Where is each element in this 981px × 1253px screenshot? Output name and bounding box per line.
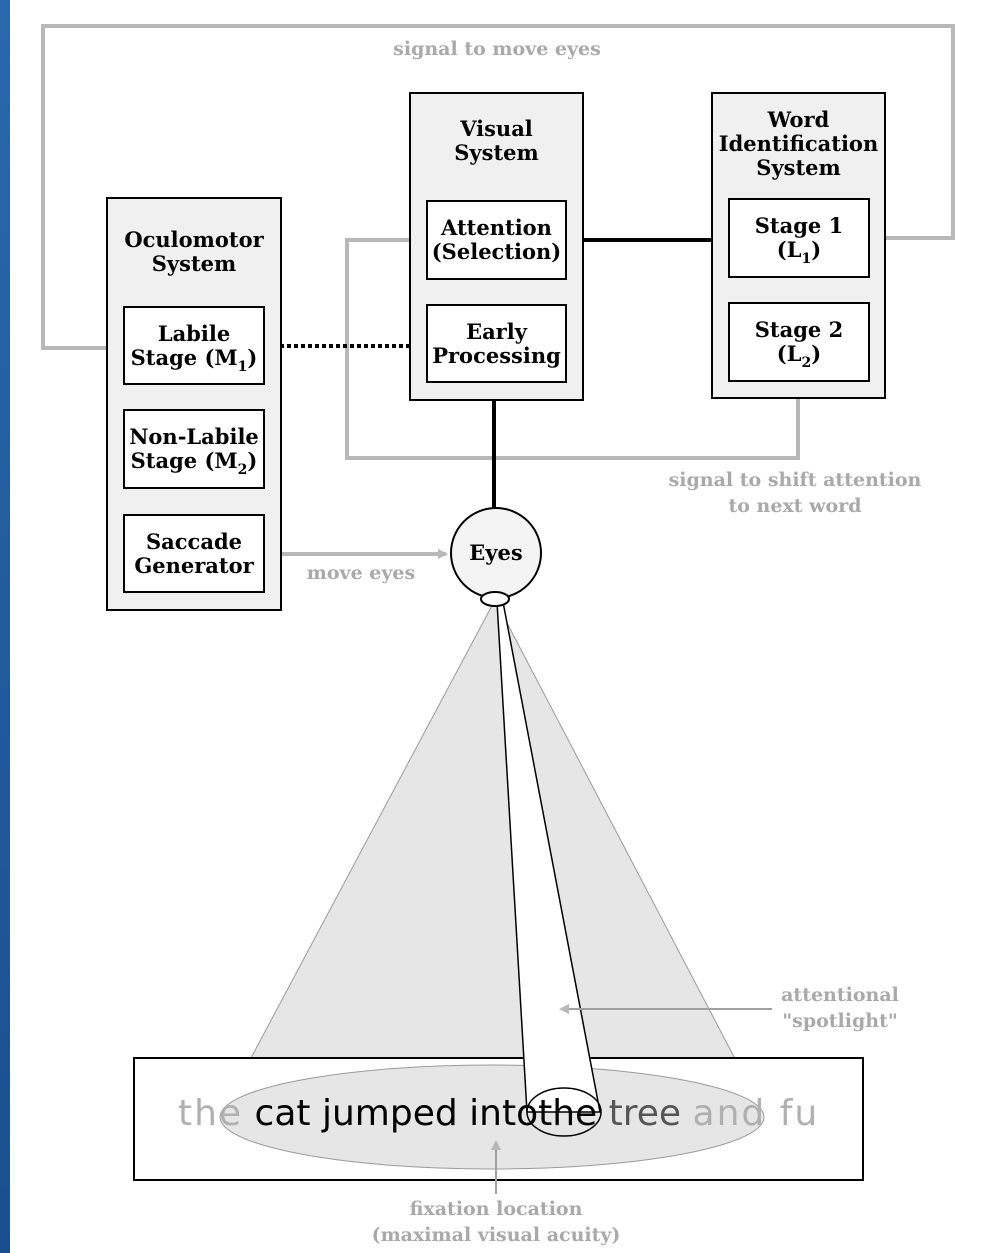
eyes-label: Eyes: [469, 540, 523, 565]
attention-selection-box: Attention (Selection): [426, 200, 567, 280]
word-identification-title: Word Identification System: [718, 107, 879, 180]
signal-shift-attention-path: [345, 235, 800, 460]
sentence-focus-word: the: [538, 1093, 598, 1134]
sentence-main-1: cat jumped into: [254, 1093, 539, 1134]
spotlight-base: [526, 1087, 602, 1137]
label-signal-shift-attention: signal to shift attention to next word: [668, 469, 922, 517]
non-labile-stage-box: Non-Labile Stage (M2): [123, 409, 265, 489]
saccade-generator-box: Saccade Generator: [123, 514, 265, 593]
label-signal-move-eyes: signal to move eyes: [393, 38, 601, 60]
signal-move-eyes-path: [41, 24, 955, 353]
stage2-box: Stage 2 (L2): [728, 302, 870, 382]
eye-pupil: [480, 591, 510, 607]
stage1-box: Stage 1 (L1): [728, 198, 870, 278]
sentence-main-2: tree: [608, 1093, 682, 1134]
visual-system-title: Visual System: [454, 116, 539, 165]
diagram-canvas: signal to move eyes signal to shift atte…: [10, 0, 981, 1253]
oculomotor-system-title: Oculomotor System: [124, 227, 264, 276]
label-move-eyes: move eyes: [306, 562, 416, 584]
label-fixation-location: fixation location (maximal visual acuity…: [371, 1198, 621, 1246]
sentence-left-faded: the: [178, 1093, 244, 1134]
visual-field-cone: [218, 598, 767, 1119]
diagram-graphics: [41, 24, 955, 1194]
labile-stage-box: Labile Stage (M1): [123, 306, 265, 385]
visual-field-ellipse: [219, 1064, 765, 1170]
early-processing-box: Early Processing: [426, 304, 567, 383]
label-attentional-spotlight: attentional "spotlight": [781, 984, 899, 1032]
sentence-text: the cat jumped intothe tree and fu: [178, 1094, 819, 1134]
sentence-right-faded: and fu: [692, 1093, 820, 1134]
